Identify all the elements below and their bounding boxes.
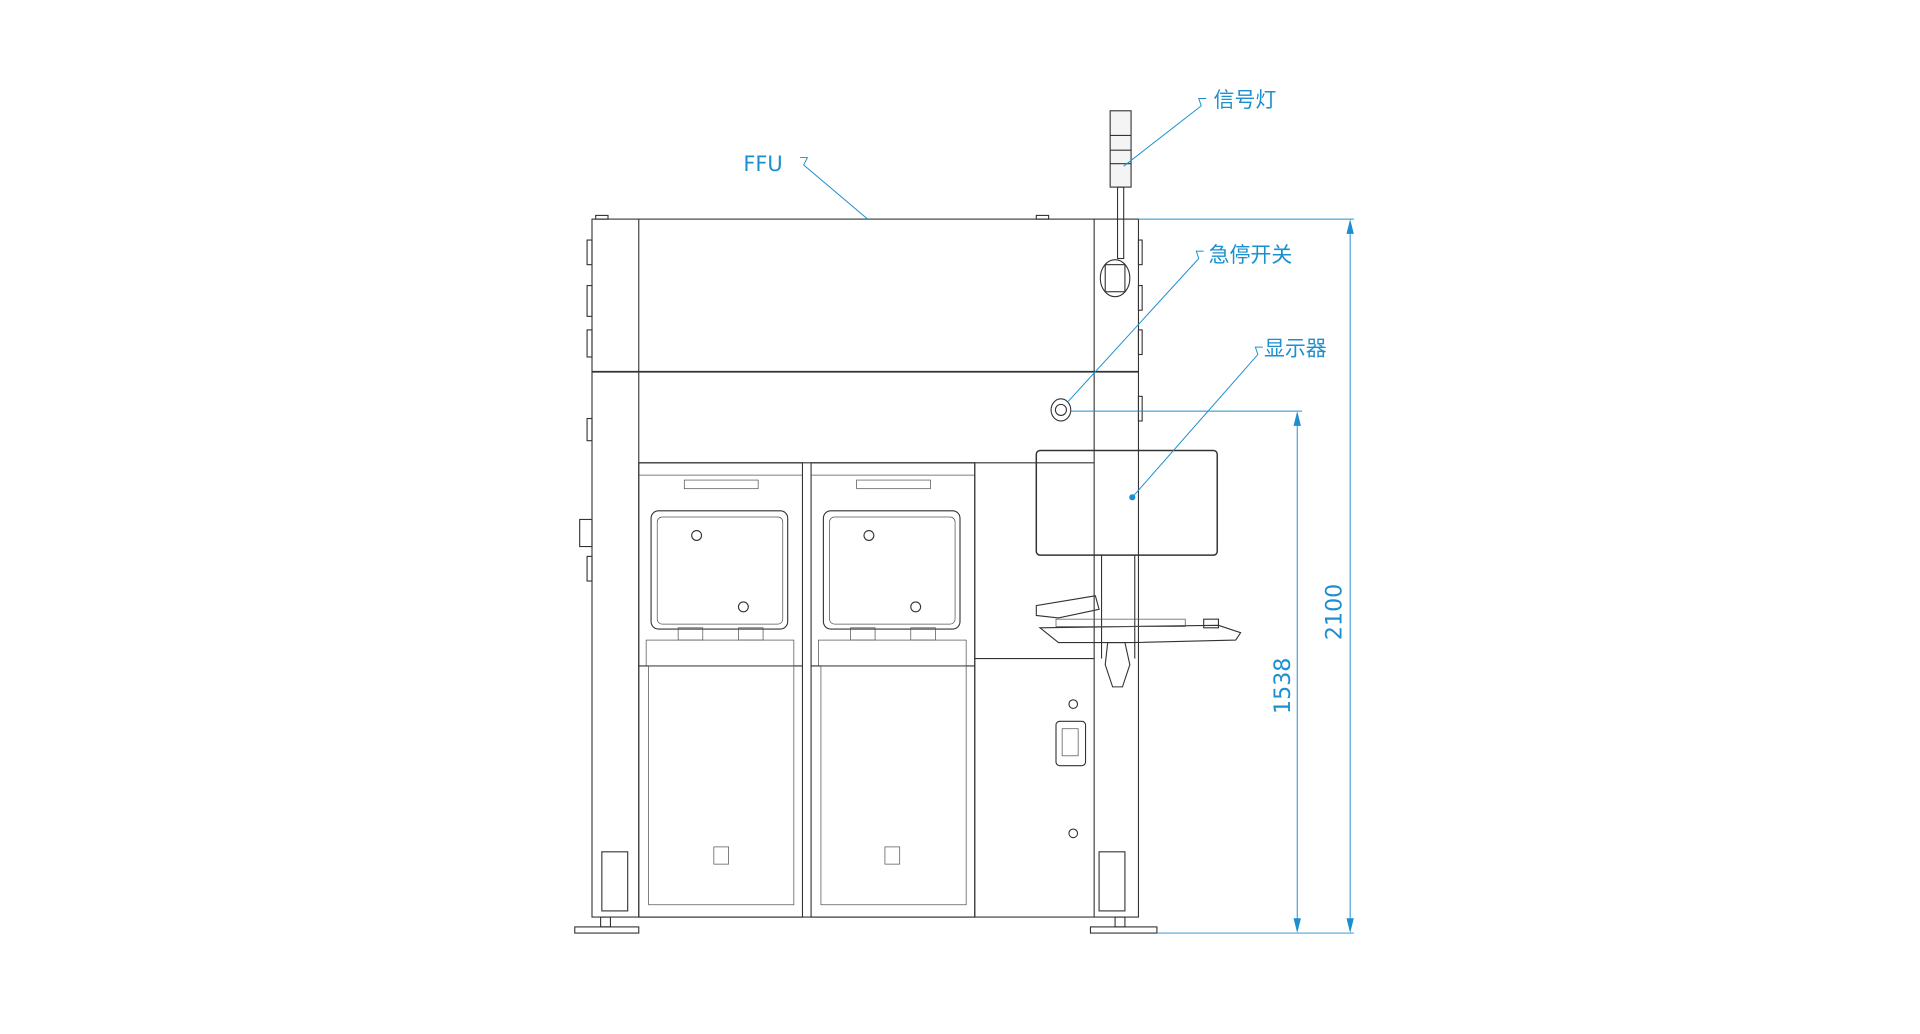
signal-light-tower bbox=[1099, 110, 1132, 298]
leader-lines bbox=[800, 97, 1263, 501]
label-signal-light: 信号灯 bbox=[1214, 88, 1277, 112]
dimension-2100: 2100 bbox=[1322, 584, 1348, 640]
cabinet-bay-left bbox=[601, 462, 804, 918]
label-emergency-stop: 急停开关 bbox=[1209, 243, 1293, 267]
machine-frame bbox=[579, 214, 1143, 918]
monitor bbox=[1035, 449, 1218, 659]
control-section bbox=[974, 462, 1126, 918]
keyboard-tray bbox=[1035, 595, 1242, 688]
dimension-1538: 1538 bbox=[1270, 658, 1296, 714]
emergency-stop-button bbox=[1050, 398, 1072, 422]
label-ffu: FFU bbox=[743, 152, 782, 176]
cabinet-bay-middle bbox=[810, 462, 976, 918]
label-monitor: 显示器 bbox=[1264, 337, 1327, 361]
feet bbox=[574, 916, 1158, 934]
dimension-lines bbox=[1070, 218, 1354, 934]
